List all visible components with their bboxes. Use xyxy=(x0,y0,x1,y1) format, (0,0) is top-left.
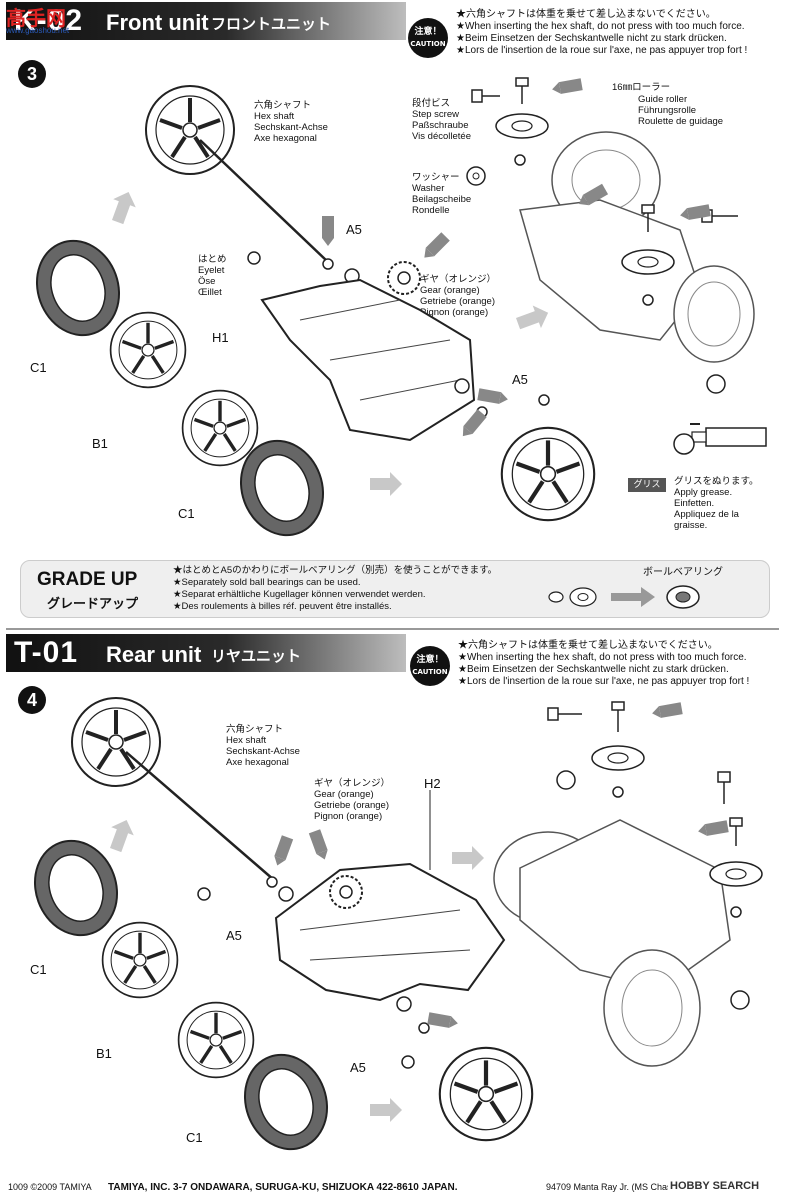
label-line: Öse xyxy=(198,276,216,287)
caution-line: ★Lors de l'insertion de la roue sur l'ax… xyxy=(456,45,748,56)
label-line: Getriebe (orange) xyxy=(314,800,389,811)
watermark-text: 高手网 xyxy=(6,6,66,30)
label-line: Axe hexagonal xyxy=(254,133,317,144)
section-title-jp: リヤユニット xyxy=(211,647,302,665)
section-code: T-01 xyxy=(14,636,79,669)
label-line: Gear (orange) xyxy=(314,789,374,800)
caution-jp: 注意！ xyxy=(414,27,442,37)
caution-en: CAUTION xyxy=(412,668,448,676)
part-label-a5: A5 xyxy=(512,372,528,387)
section-code: K-02 xyxy=(14,4,84,37)
label-line: Œillet xyxy=(198,287,222,298)
label-line: はとめ xyxy=(198,254,227,265)
label-line: グリスをぬります。 xyxy=(674,476,759,487)
label-line: Washer xyxy=(412,183,445,194)
grade-up-line: ★はとめとA5のかわりにボールベアリング（別売）を使うことができます。 xyxy=(173,565,498,576)
bearing-label: ボールベアリング xyxy=(643,567,723,578)
footer-address: TAMIYA, INC. 3-7 ONDAWARA, SURUGA-KU, SH… xyxy=(108,1182,458,1193)
label-line: Pignon (orange) xyxy=(314,811,383,822)
grade-up-title-jp: グレードアップ xyxy=(47,597,139,612)
part-label-b1: B1 xyxy=(92,436,108,451)
footer-brand-watermark: HOBBY SEARCH xyxy=(668,1180,762,1192)
label-line: ギヤ（オレンジ） xyxy=(420,274,497,285)
grade-up-line: ★Separat erhältliche Kugellager können v… xyxy=(173,589,426,600)
part-label-c1: C1 xyxy=(30,360,47,375)
label-line: Eyelet xyxy=(198,265,225,276)
grease-tag: グリス xyxy=(628,478,666,492)
part-label-c1: C1 xyxy=(186,1130,203,1145)
part-label-h1: H1 xyxy=(212,330,229,345)
label-line: Apply grease. xyxy=(674,487,733,498)
footer-copyright: 1009 ©2009 TAMIYA xyxy=(8,1182,92,1192)
label-line: Getriebe (orange) xyxy=(420,296,495,307)
label-line: graisse. xyxy=(674,520,708,531)
label-line: ワッシャー xyxy=(412,172,460,183)
part-label-a5: A5 xyxy=(350,1060,366,1075)
label-line: Guide roller xyxy=(638,94,688,105)
label-line: Vis décolletée xyxy=(412,131,471,142)
label-line: 段付ビス xyxy=(412,98,451,109)
watermark-logo: 高手网 www.gaoshou.net xyxy=(6,4,98,38)
caution-line: ★Lors de l'insertion de la roue sur l'ax… xyxy=(458,676,750,687)
label-line: 六角シャフト xyxy=(254,100,312,111)
section-header-front: K-02 Front unit フロントユニット xyxy=(6,2,406,40)
label-line: 16㎜ローラー xyxy=(612,82,671,93)
caution-line: ★六角シャフトは体重を乗せて差し込まないでください。 xyxy=(456,9,716,20)
label-line: Einfetten. xyxy=(674,498,715,509)
section-title-en: Rear unit xyxy=(106,642,202,667)
bearing-illustration xyxy=(548,585,700,609)
part-label-h2: H2 xyxy=(424,776,441,791)
label-line: Führungsrolle xyxy=(638,105,697,116)
label-line: Beilagscheibe xyxy=(412,194,472,205)
watermark-url: www.gaoshou.net xyxy=(6,26,70,35)
label-line: Sechskant-Achse xyxy=(226,746,300,757)
part-label-c1: C1 xyxy=(30,962,47,977)
caution-line: ★When inserting the hex shaft, do not pr… xyxy=(456,21,745,32)
label-line: Sechskant-Achse xyxy=(254,122,328,133)
caution-line: ★Beim Einsetzen der Sechskantwelle nicht… xyxy=(456,33,727,44)
caution-line: ★Beim Einsetzen der Sechskantwelle nicht… xyxy=(458,664,729,675)
section-title-jp: フロントユニット xyxy=(211,15,332,33)
grade-up-banner: GRADE UP グレードアップ ★はとめとA5のかわりにボールベアリング（別売… xyxy=(20,560,770,618)
caution-badge: 注意！ CAUTION xyxy=(410,646,450,686)
footer-product: 94709 Manta Ray Jr. (MS Chassis) xyxy=(546,1182,686,1192)
section-title-en: Front unit xyxy=(106,10,209,35)
caution-jp: 注意！ xyxy=(416,655,444,665)
caution-line: ★六角シャフトは体重を乗せて差し込まないでください。 xyxy=(458,640,718,651)
label-line: Paßschraube xyxy=(412,120,469,131)
part-label-a5: A5 xyxy=(346,222,362,237)
caution-line: ★When inserting the hex shaft, do not pr… xyxy=(458,652,747,663)
label-line: Roulette de guidage xyxy=(638,116,724,127)
label-line: Hex shaft xyxy=(254,111,295,122)
grade-up-line: ★Separately sold ball bearings can be us… xyxy=(173,577,361,588)
label-line: Pignon (orange) xyxy=(420,307,489,318)
section-header-rear: T-01 Rear unit リヤユニット xyxy=(6,634,406,672)
part-label-b1: B1 xyxy=(96,1046,112,1061)
label-line: 六角シャフト xyxy=(226,724,284,735)
label-line: Axe hexagonal xyxy=(226,757,289,768)
label-line: Gear (orange) xyxy=(420,285,480,296)
part-label-c1: C1 xyxy=(178,506,195,521)
step-number: 4 xyxy=(18,686,46,714)
label-line: Appliquez de la xyxy=(674,509,739,520)
caution-badge: 注意！ CAUTION xyxy=(408,18,448,58)
label-line: Hex shaft xyxy=(226,735,267,746)
step-number: 3 xyxy=(18,60,46,88)
label-line: ギヤ（オレンジ） xyxy=(314,778,391,789)
grade-up-line: ★Des roulements à billes réf. peuvent êt… xyxy=(173,601,392,612)
label-line: Step screw xyxy=(412,109,459,120)
section-divider xyxy=(6,628,779,630)
part-label-a5: A5 xyxy=(226,928,242,943)
label-line: Rondelle xyxy=(412,205,450,216)
grade-up-title: GRADE UP xyxy=(37,569,138,590)
caution-en: CAUTION xyxy=(410,40,446,48)
